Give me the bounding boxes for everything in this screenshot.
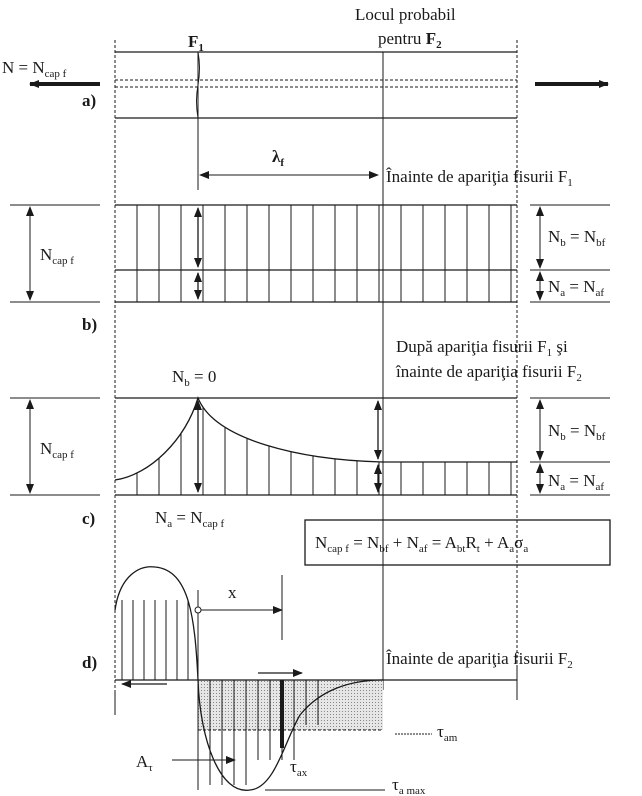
before-f1-text: Înainte de apariţia fisurii F1 <box>386 167 573 189</box>
label-b: b) <box>82 315 97 334</box>
section-b-diagram <box>10 204 610 303</box>
label-c: c) <box>82 509 95 528</box>
label-d: d) <box>82 653 97 672</box>
tau-amax-label: τa max <box>392 775 426 796</box>
lambda-label: λf <box>272 147 284 169</box>
na-ncap-label: Na = Ncap f <box>155 508 225 530</box>
a-tau-label: Aτ <box>136 752 153 774</box>
n-label: N = Ncap f <box>2 58 67 80</box>
pentru-f2-label: pentru F2 <box>378 29 442 51</box>
x-label: x <box>228 583 237 602</box>
section-d-shear-diagram <box>114 566 518 791</box>
ncap-label-c: Ncap f <box>40 439 74 461</box>
tau-am-label: τam <box>437 722 458 744</box>
f1-label: F1 <box>188 32 204 54</box>
nb-nbf-label-c: Nb = Nbf <box>548 421 606 443</box>
na-naf-label-c: Na = Naf <box>548 471 604 493</box>
na-naf-label-b: Na = Naf <box>548 277 604 299</box>
after-f1-text: După apariţia fisurii F1 şi <box>396 337 568 359</box>
tau-ax-label: τax <box>290 757 308 779</box>
formula-text: Ncap f = Nbf + Naf = AbtRt + Aaσa <box>315 533 528 555</box>
before-f2-text-c: înainte de apariţia fisurii F2 <box>395 362 582 384</box>
nb-nbf-label-b: Nb = Nbf <box>548 227 606 249</box>
label-a: a) <box>82 91 96 110</box>
ncap-label-b: Ncap f <box>40 245 74 267</box>
section-c-diagram <box>10 396 610 496</box>
before-f2-text-d: Înainte de apariţia fisurii F2 <box>386 649 573 671</box>
nb-zero-label: Nb = 0 <box>172 367 216 389</box>
formula-box <box>304 519 611 566</box>
locul-label: Locul probabil <box>355 5 456 24</box>
guide-lines <box>114 40 518 690</box>
section-a-beam <box>29 51 609 119</box>
